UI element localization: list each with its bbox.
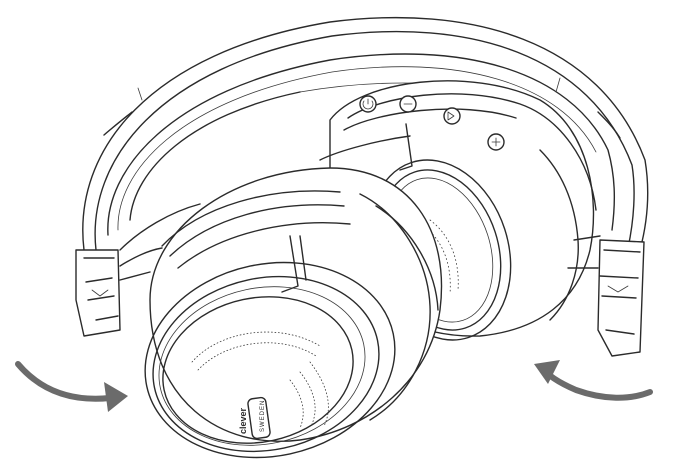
logo-text: SWEDEN — [260, 400, 266, 432]
front-ear-cup: clever SWEDEN — [119, 167, 443, 459]
right-hinge — [597, 239, 645, 357]
logo-subtext: clever — [238, 407, 248, 434]
brand-logo: clever SWEDEN — [238, 396, 271, 440]
left-hinge — [75, 249, 121, 337]
right-arrow-icon — [534, 360, 653, 401]
play-pause-button-icon — [443, 107, 461, 125]
left-arrow-icon — [15, 361, 128, 412]
control-buttons — [359, 95, 505, 151]
headband — [82, 16, 649, 251]
